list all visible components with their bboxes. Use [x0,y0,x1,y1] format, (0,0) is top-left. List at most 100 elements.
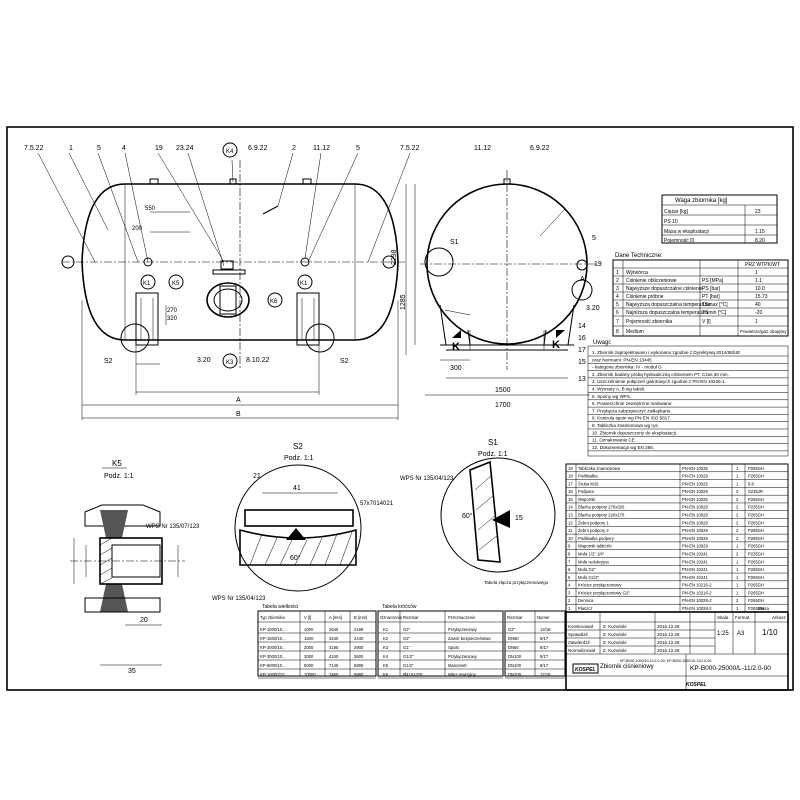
dim-a: A [236,397,241,404]
tb-label-sheet: Arkusz [772,615,787,620]
end-view-labels: 11.12 6.9.22 S1 K K 3.20 19 14 16 17 15 … [391,145,602,409]
parts-row-norm: PN-EN 10028-2 [682,598,712,603]
parts-row-norm: PN-EN 10025 [682,497,709,502]
nozzle-label-k4: K4 [226,149,234,155]
parts-row-qty: 1 [736,466,739,471]
drawing-frame [6,126,794,691]
parts-row-norm: PN-EN 10241 [682,575,709,580]
parts-row-qty: 1 [736,474,739,479]
parts-row-qty: 1 [736,575,739,580]
size-header: V [l] [304,615,311,620]
note-line: oraz Normami: PN-EN 13445 [592,357,652,362]
size-cell: 3600 [354,654,364,659]
section-circle-s1 [424,247,454,277]
parts-row-norm: PN-EN 10241 [682,567,709,572]
parts-row-name: Mufa redukcyjna [578,559,609,564]
parts-row-norm: PN-EN 10216-2 [682,590,712,595]
tb-role-2: Sprawdził [568,632,588,637]
tech-row-2-num: 2 [616,278,619,284]
nozzle-k1-left [143,257,153,267]
callout-1112: 11.12 [313,145,330,152]
size-cell: 1500 [304,636,314,641]
tech-row-3-num: 3 [616,286,619,292]
tech-row-1-num: 1 [616,270,619,276]
conn-cell: 8/17 [540,654,549,659]
parts-row-pos: 13 [568,513,573,518]
end-callout-1112: 11.12 [474,145,491,152]
parts-row-norm: PN-EN 10028-2 [682,606,712,611]
tb-role-4: Normalizował [568,648,595,653]
parts-row-name: Króciec przyłączeniowy G2" [578,590,630,595]
parts-row-qty: 2 [736,520,739,525]
parts-row-pos: 4 [568,583,571,588]
conn-cell: 8/17 [540,663,549,668]
size-cell: 2000 [304,645,314,650]
end-label-5: 5 [592,235,596,242]
conn-cell: DN100 [508,654,522,659]
note-line: 9. Tabliczka znamionowa wg rys. [592,423,659,428]
conn-cell: DN200 [508,672,522,677]
tech-row-4-val: 15.73 [755,294,768,300]
size-cell: KP-5000/10... [260,663,286,668]
tb-role-3: Zatwierdził [568,640,590,645]
nozzle-cell: Zawór bezpieczeństwa [448,636,491,641]
parts-row-pos: 1 [568,606,571,611]
nozzle-header: Rozmiar [403,615,419,620]
parts-row-norm: PN-EN 10241 [682,551,709,556]
parts-row-pos: 14 [568,505,573,510]
size-cell: 1000 [304,627,314,632]
parts-row-norm: PN-EN 10029 [682,489,709,494]
parts-row-pos: 9 [568,544,571,549]
parts-row-material: P265GH [748,466,764,471]
parts-row-name: Podkładka podpory [578,536,615,541]
size-cell: 3240 [329,636,339,641]
label-320-left: 3.20 [197,357,211,364]
nozzle-label-k6: K6 [270,299,278,305]
nozzle-cell: Przyłączeniowy [448,627,478,632]
nozzle-label-k1-right: K1 [300,281,308,287]
nozzle-cell: Ø410x320 [403,672,423,677]
tb-title: Zbiornik ciśnieniowy [600,664,654,670]
tb-role-1: Konstruował [568,624,593,629]
nozzle-header: Oznaczenie [380,615,403,620]
callout-7522-left: 7.5.22 [24,145,44,152]
k5-dim-35: 35 [128,668,136,675]
parts-row-name: Wspornik tabliczki [578,544,612,549]
parts-row-material: P265GH [748,520,764,525]
conn-cell: 17/18 [540,672,551,677]
note-line: 11. Oznakowanie CE. [592,438,636,443]
tech-row-6-name: Najniższa dopuszczalna temperatura [626,310,708,316]
end-label-19: 19 [594,261,602,268]
size-cell: 2198 [354,627,364,632]
tech-row-8-val: Powietrze/gaz obojętny [740,329,787,334]
manhole [206,282,250,318]
tech-row-6-num: 6 [616,310,619,316]
parts-row-name: Króciec przyłączeniowy [578,583,622,588]
weight-val-4: 8.20 [755,238,765,244]
note-line: 10. Zbiornik dopuszczony do eksploatacji… [592,430,677,435]
tb-format: A3 [737,631,745,637]
conn-cell: 8/17 [540,645,549,650]
side-view [37,142,411,420]
parts-row-norm: PN-EN 10025 [682,481,709,486]
end-mark-left [61,255,75,269]
size-cell: 10000 [304,672,316,677]
parts-row-qty: 2 [736,513,739,518]
parts-row-qty: 1 [736,583,739,588]
s1-plate [469,460,501,563]
size-cell: 5000 [304,663,314,668]
end-dim-1500: 1500 [495,387,511,394]
detail-s2-labels: 41 21 WPS Nr 135/04/123 57x7014021 60° [212,473,394,602]
note-line: 2. Zbiornik badany próbą hydrauliczną ci… [592,372,729,377]
end-mark-right [382,255,396,269]
s2-angle: 60° [290,554,301,562]
tech-row-4-num: 4 [616,294,619,300]
parts-row-material: P265GH [748,497,764,502]
callout-7522-right: 7.5.22 [400,145,420,152]
callout-6922: 6.9.22 [248,145,268,152]
parts-row-qty: 2 [736,536,739,541]
end-dim-1700: 1700 [495,402,511,409]
parts-row-material: P265GH [748,544,764,549]
conn-cell: 8/17 [540,636,549,641]
